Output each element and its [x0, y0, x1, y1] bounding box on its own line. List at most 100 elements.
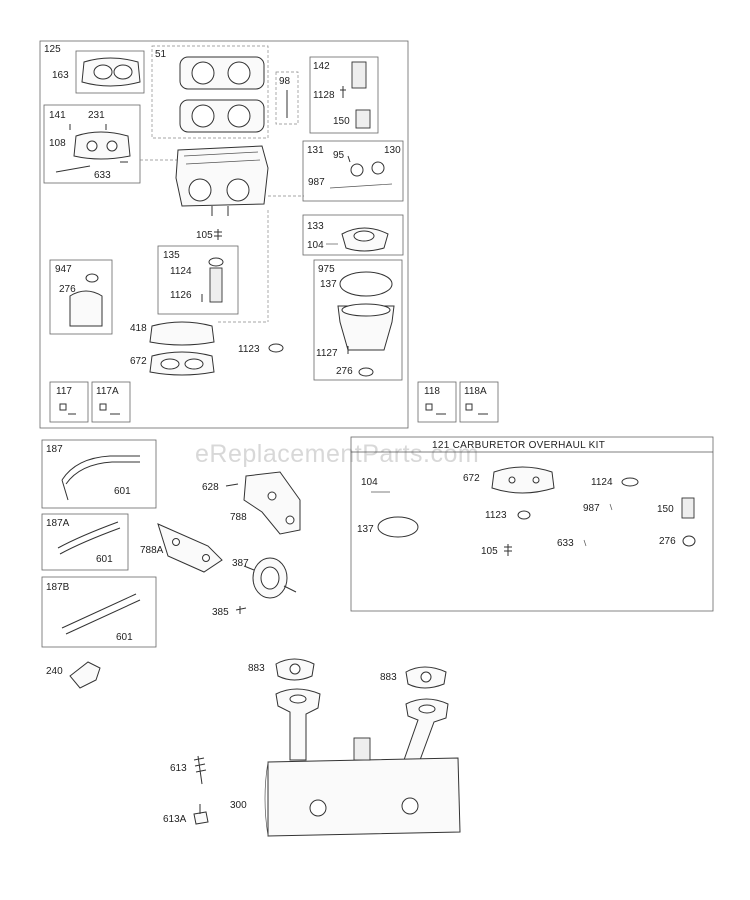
label-135[interactable]: 135 [163, 250, 180, 261]
kit-title[interactable]: 121 CARBURETOR OVERHAUL KIT [432, 440, 605, 451]
screw-1128 [340, 86, 346, 98]
gasket-hole [289, 663, 301, 675]
label-240[interactable]: 240 [46, 666, 63, 677]
part-95 [347, 155, 351, 163]
gasket-hole [532, 476, 540, 484]
label-987-b[interactable]: 987 [583, 503, 600, 514]
bracket-hole [285, 515, 295, 525]
hose-187A [57, 521, 119, 549]
gasket-51-hole [227, 104, 251, 128]
part-276-c [682, 535, 696, 547]
hose-187B [61, 593, 137, 629]
label-788[interactable]: 788 [230, 512, 247, 523]
label-231[interactable]: 231 [88, 110, 105, 121]
label-300[interactable]: 300 [230, 800, 247, 811]
label-95[interactable]: 95 [333, 150, 345, 161]
gasket-163-hole [93, 64, 113, 80]
label-987-a[interactable]: 987 [308, 177, 325, 188]
label-118A[interactable]: 118A [464, 386, 487, 397]
carb-bore [226, 178, 250, 202]
hose-187 [61, 455, 140, 481]
part-987-b [609, 503, 613, 511]
label-788A[interactable]: 788A [140, 545, 164, 556]
part-130-b [371, 161, 385, 175]
label-117A[interactable]: 117A [96, 386, 119, 397]
label-125[interactable]: 125 [44, 44, 61, 55]
label-633-a[interactable]: 633 [94, 170, 111, 181]
label-385[interactable]: 385 [212, 607, 229, 618]
label-672-a[interactable]: 672 [130, 356, 147, 367]
label-276-c[interactable]: 276 [659, 536, 676, 547]
box-51 [151, 45, 269, 139]
label-141[interactable]: 141 [49, 110, 66, 121]
plate-hole [106, 140, 118, 152]
float-bowl-975 [337, 305, 395, 351]
label-1127[interactable]: 1127 [316, 348, 338, 359]
label-1124-b[interactable]: 1124 [591, 477, 613, 488]
label-975[interactable]: 975 [318, 264, 335, 275]
label-276-b[interactable]: 276 [336, 366, 353, 377]
part-117A [99, 403, 120, 415]
muffler-300 [267, 757, 461, 837]
label-105-b[interactable]: 105 [481, 546, 498, 557]
label-1123-b[interactable]: 1123 [485, 510, 507, 521]
label-187B[interactable]: 187B [46, 582, 70, 593]
gasket-hole [184, 358, 204, 370]
label-672-b[interactable]: 672 [463, 473, 480, 484]
label-187A[interactable]: 187A [46, 518, 70, 529]
label-51[interactable]: 51 [155, 49, 167, 60]
label-1123-a[interactable]: 1123 [238, 344, 260, 355]
label-883-a[interactable]: 883 [248, 663, 265, 674]
label-131[interactable]: 131 [307, 145, 324, 156]
label-118[interactable]: 118 [424, 386, 440, 397]
box-131 [302, 140, 404, 202]
carb-studs [211, 206, 229, 216]
carburetor-body [175, 145, 269, 207]
label-1128[interactable]: 1128 [313, 90, 335, 101]
label-601-b[interactable]: 601 [96, 554, 113, 565]
label-117[interactable]: 117 [56, 386, 72, 397]
plate-hole [86, 140, 98, 152]
exhaust-port [289, 694, 307, 704]
label-276-a[interactable]: 276 [59, 284, 76, 295]
box-975 [313, 259, 403, 381]
oring-137-a [339, 271, 393, 297]
screw-628 [225, 483, 239, 487]
label-98[interactable]: 98 [279, 76, 291, 87]
exhaust-pipe-right [403, 698, 449, 761]
label-601-c[interactable]: 601 [116, 632, 133, 643]
label-137-a[interactable]: 137 [320, 279, 337, 290]
label-613[interactable]: 613 [170, 763, 187, 774]
muffler-end [264, 761, 269, 837]
spring-105 [214, 229, 222, 240]
label-163[interactable]: 163 [52, 70, 69, 81]
label-947[interactable]: 947 [55, 264, 72, 275]
label-628[interactable]: 628 [202, 482, 219, 493]
label-883-b[interactable]: 883 [380, 672, 397, 683]
gasket-163-hole [113, 64, 133, 80]
gasket-672-a [149, 351, 215, 376]
label-613A[interactable]: 613A [163, 814, 187, 825]
label-418[interactable]: 418 [130, 323, 147, 334]
label-142[interactable]: 142 [313, 61, 330, 72]
box-117A [91, 381, 131, 423]
label-105-a[interactable]: 105 [196, 230, 213, 241]
label-601-a[interactable]: 601 [114, 486, 131, 497]
label-104-a[interactable]: 104 [307, 240, 324, 251]
label-133[interactable]: 133 [307, 221, 324, 232]
label-150-b[interactable]: 150 [657, 504, 674, 515]
label-1124-a[interactable]: 1124 [170, 266, 192, 277]
label-387[interactable]: 387 [232, 558, 249, 569]
box-133 [302, 214, 404, 256]
label-187[interactable]: 187 [46, 444, 63, 455]
kit-frame [350, 436, 714, 612]
label-108[interactable]: 108 [49, 138, 66, 149]
label-150-a[interactable]: 150 [333, 116, 350, 127]
label-130[interactable]: 130 [384, 145, 401, 156]
label-137-b[interactable]: 137 [357, 524, 374, 535]
part-118 [425, 403, 446, 415]
label-104-b[interactable]: 104 [361, 477, 378, 488]
label-633-b[interactable]: 633 [557, 538, 574, 549]
label-1126[interactable]: 1126 [170, 290, 192, 301]
